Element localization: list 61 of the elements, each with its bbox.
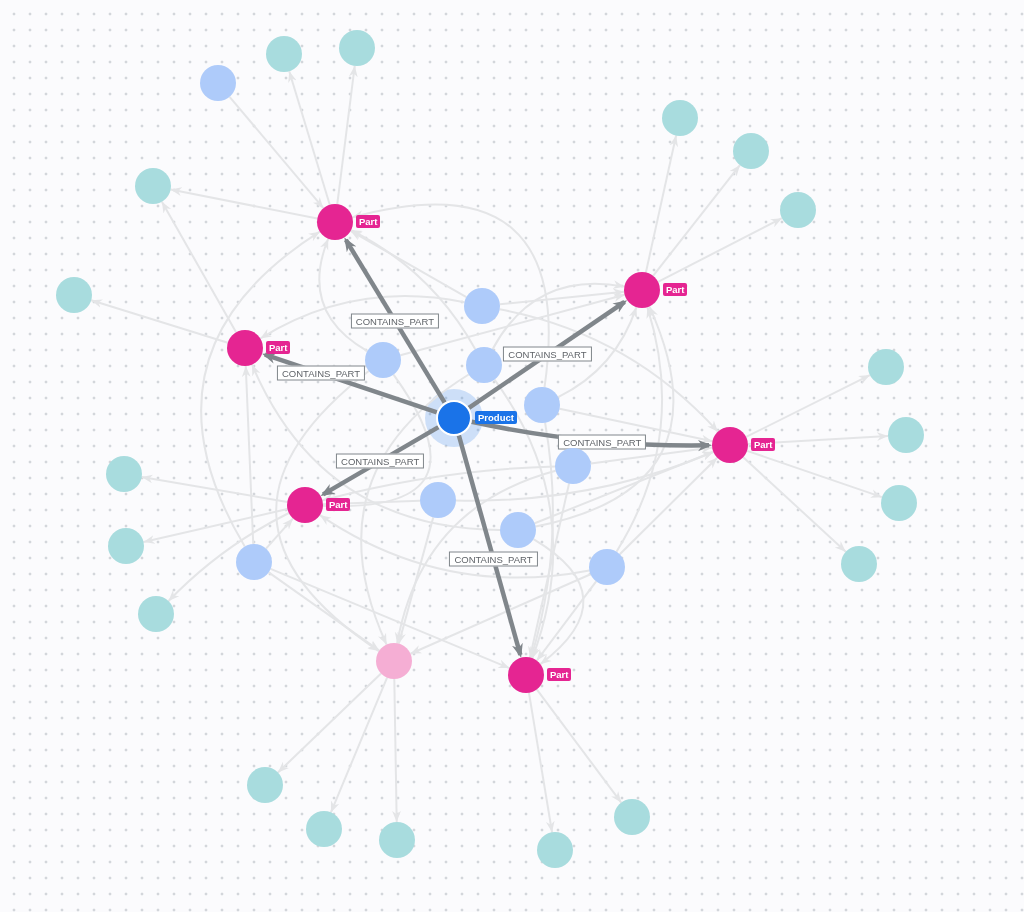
edge-label: CONTAINS_PART (277, 365, 366, 381)
edge-label: CONTAINS_PART (350, 313, 439, 329)
arrow (558, 407, 714, 444)
arrow (618, 456, 719, 556)
arrow (409, 573, 592, 655)
arrow (746, 449, 883, 499)
arrow (329, 676, 389, 814)
arrow (532, 538, 585, 666)
arrow (652, 164, 741, 277)
arrow (336, 64, 358, 206)
edge-label: CONTAINS_PART (336, 453, 425, 469)
arrow (277, 672, 382, 774)
arrow (160, 200, 238, 334)
edge-label: CONTAINS_PART (503, 346, 592, 362)
arrow (321, 465, 556, 502)
arrow (397, 516, 435, 645)
arrow (527, 691, 555, 834)
arrow (644, 134, 679, 274)
arrow (349, 229, 468, 299)
node-tag: Part (663, 283, 688, 296)
arrow (259, 295, 466, 340)
arrow (360, 373, 470, 646)
arrow (318, 514, 591, 579)
arrow (267, 571, 381, 652)
arrow (535, 580, 598, 662)
node-tag: Product (475, 411, 517, 424)
arrow (467, 299, 628, 410)
node-tag: Part (326, 498, 351, 511)
arrow (90, 299, 229, 344)
arrow (529, 421, 554, 659)
arrow (200, 230, 321, 548)
arrow (535, 688, 623, 804)
arrow (269, 567, 511, 670)
node-tag: Part (266, 341, 291, 354)
arrow (265, 517, 294, 550)
node-tag: Part (356, 215, 381, 228)
arrow (350, 229, 477, 351)
arrow (392, 678, 401, 823)
arrow (491, 280, 626, 351)
arrow (228, 95, 325, 210)
arrow (557, 306, 638, 399)
node-tag: Part (547, 668, 572, 681)
edge-label: CONTAINS_PART (449, 551, 538, 567)
arrow (615, 306, 663, 553)
arrow (318, 237, 369, 353)
arrow (456, 434, 523, 658)
arrow (528, 482, 571, 659)
arrow (657, 217, 783, 283)
arrow (241, 365, 255, 545)
arrow (288, 70, 331, 206)
arrow (745, 374, 871, 438)
edge-label: CONTAINS_PART (558, 434, 647, 450)
node-tag: Part (751, 438, 776, 451)
arrow (742, 456, 847, 553)
arrow (351, 204, 550, 389)
arrow (167, 512, 290, 603)
arrow (251, 363, 501, 531)
arrow (399, 293, 626, 357)
arrow (275, 370, 380, 653)
arrow (395, 469, 557, 645)
arrow (493, 378, 554, 660)
